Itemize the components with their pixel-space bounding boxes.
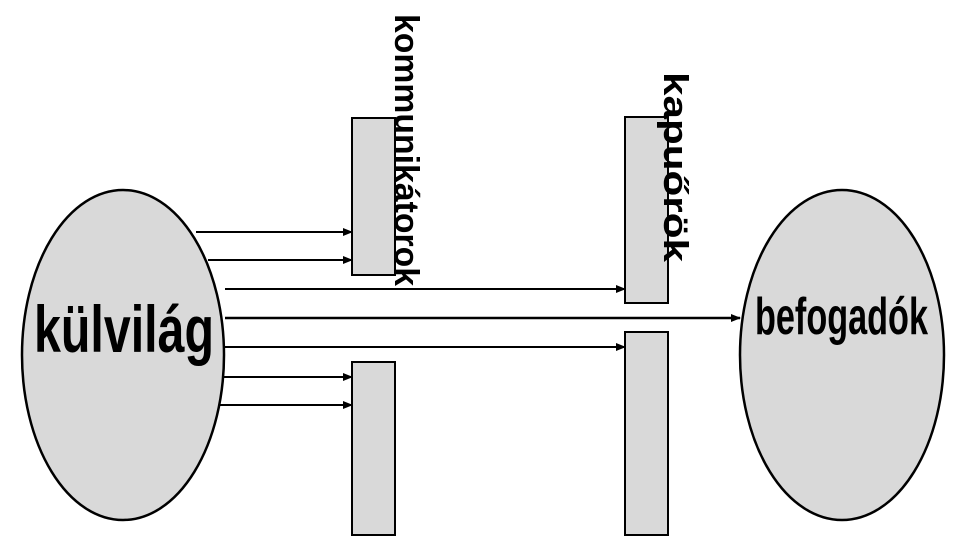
- gatekeepers-label: kapuőrök: [656, 72, 694, 262]
- audience-label: befogadók: [755, 288, 928, 346]
- communicators-label: kommunikátorok: [387, 14, 425, 286]
- outside-world-node: [20, 188, 226, 522]
- gatekeeper-barrier-top: [624, 116, 669, 304]
- audience-node: [738, 188, 946, 522]
- arrows: [196, 228, 741, 409]
- communicator-barrier-bottom: [351, 361, 396, 536]
- communicator-barrier-top: [351, 117, 396, 276]
- gatekeeper-barrier-bottom: [624, 331, 669, 536]
- outside-world-label: külvilág: [34, 292, 214, 366]
